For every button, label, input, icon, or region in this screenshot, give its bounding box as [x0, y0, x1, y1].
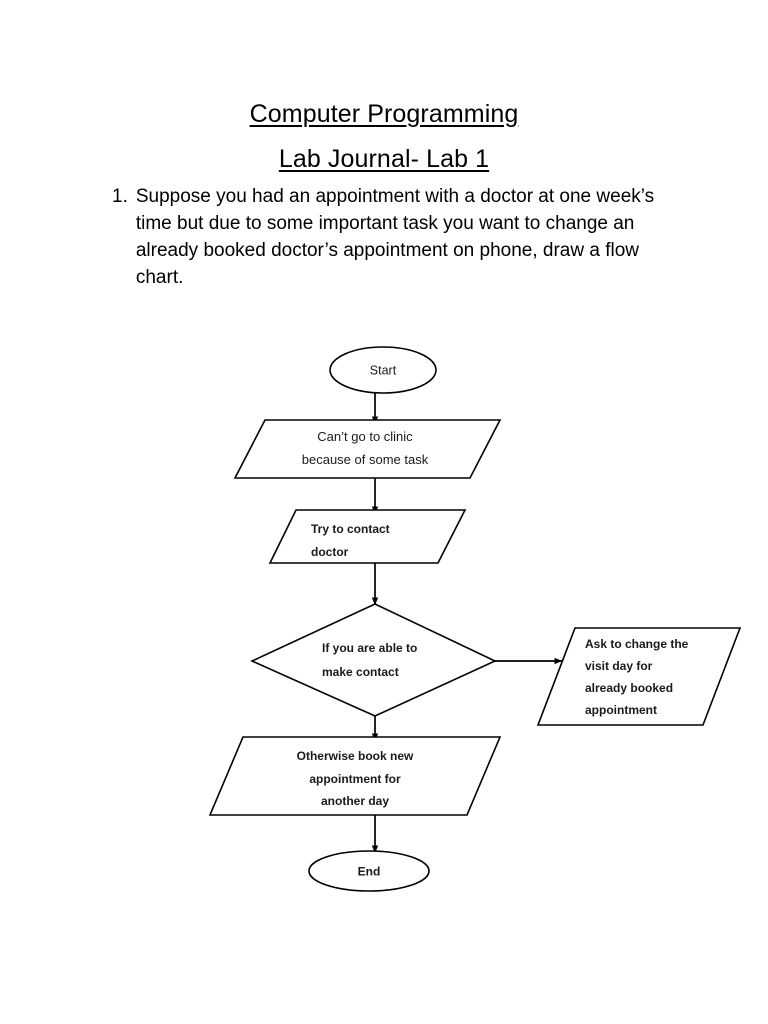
- flowchart-node-end-label: End: [358, 865, 381, 879]
- flowchart-node-decision-label-line1: If you are able to: [322, 641, 417, 655]
- flowchart-node-decision: [250, 603, 497, 717]
- flowchart-node-start: [329, 346, 437, 394]
- flowchart-node-start-label: Start: [370, 364, 397, 378]
- flowchart-node-ask-change-label-line3: already booked: [585, 681, 673, 695]
- flowchart-node-ask-change-label-line2: visit day for: [585, 659, 653, 673]
- flowchart-node-cant-go-label-line2: because of some task: [302, 452, 429, 467]
- flowchart-node-try-contact: [268, 509, 467, 564]
- question-text: Suppose you had an appointment with a do…: [135, 186, 655, 288]
- flowchart-node-try-contact-label-line1: Try to contact: [311, 522, 390, 536]
- flowchart-node-decision-label-line2: make contact: [322, 665, 399, 679]
- question-block: 1. Suppose you had an appointment with a…: [112, 183, 672, 291]
- flowchart-node-ask-change-label-line4: appointment: [585, 703, 657, 717]
- page-title-line-1: Computer Programming: [0, 92, 768, 137]
- question-item: 1. Suppose you had an appointment with a…: [112, 183, 672, 291]
- question-number: 1.: [112, 186, 128, 207]
- flowchart-node-cant-go: [233, 419, 502, 479]
- flowchart-node-try-contact-label-line2: doctor: [311, 545, 349, 559]
- flowchart-node-ask-change-label-line1: Ask to change the: [585, 637, 689, 651]
- flowchart-node-otherwise-label-line1: Otherwise book new: [297, 749, 414, 763]
- flowchart-node-otherwise-label-line2: appointment for: [309, 772, 401, 786]
- page-title-line-2-text: Lab Journal- Lab 1: [278, 145, 490, 173]
- flowchart-node-otherwise: [208, 736, 502, 816]
- flowchart-node-ask-change: [536, 627, 742, 726]
- flowchart-node-otherwise-label-line3: another day: [321, 794, 389, 808]
- document-title-block: Computer Programming Lab Journal- Lab 1: [0, 92, 768, 182]
- flowchart-node-end: [308, 850, 430, 892]
- page-title-line-1-text: Computer Programming: [249, 100, 519, 128]
- page-title-line-2: Lab Journal- Lab 1: [0, 137, 768, 182]
- flowchart-node-cant-go-label-line1: Can’t go to clinic: [317, 429, 413, 444]
